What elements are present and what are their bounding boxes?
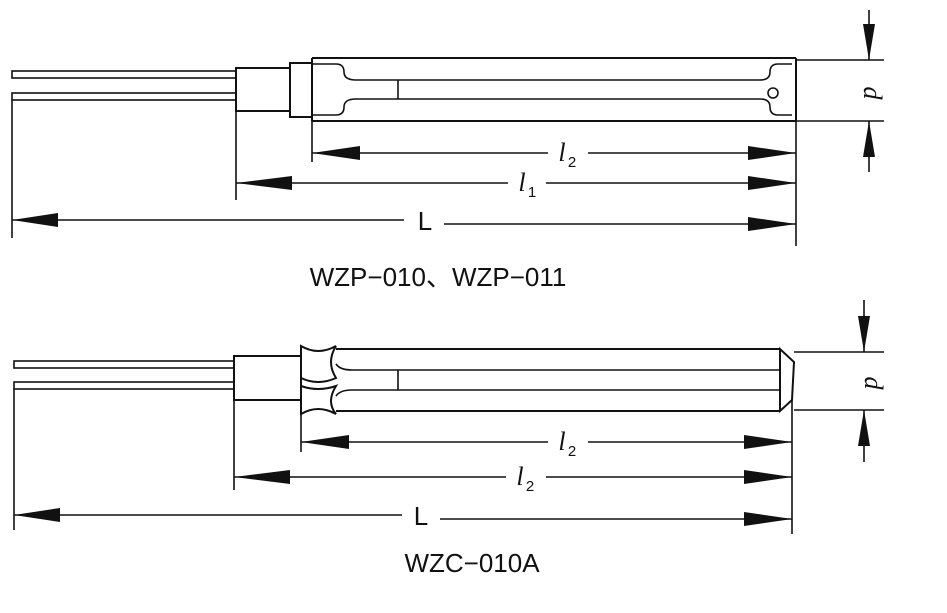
lead-wires-bottom xyxy=(13,360,235,390)
dim-l1-sub-top: 1 xyxy=(528,184,536,201)
drawing-wzc-010a: d l 2 l 2 L WZC−010A xyxy=(13,300,888,578)
dim-d-label-bottom: d xyxy=(859,377,888,391)
dim-L-label-bottom: L xyxy=(414,501,428,531)
dim-d-label-top: d xyxy=(858,87,887,101)
dimension-L-bottom: L xyxy=(14,501,792,531)
caption-bottom: WZC−010A xyxy=(404,548,540,578)
dim-inner-letter-bottom: l xyxy=(558,427,565,456)
sensor-tube-bottom xyxy=(335,346,796,414)
dim-outer-letter-bottom: l xyxy=(516,462,523,491)
dimension-l1-top: l 1 xyxy=(236,168,796,201)
sensor-groove-upper xyxy=(300,343,339,383)
dimension-L-top: L xyxy=(12,206,796,236)
sensor-tube-top xyxy=(311,57,797,162)
caption-top: WZP−010、WZP−011 xyxy=(310,262,567,292)
dim-l2-sub-top: 2 xyxy=(568,154,576,171)
dim-outer-sub-bottom: 2 xyxy=(526,478,534,495)
drawing-wzp-010-011: d l 2 l 1 L WZP−0 xyxy=(11,10,887,292)
sensor-collar-top xyxy=(289,62,313,118)
sensor-groove-lower xyxy=(300,384,339,416)
dimension-outer-bottom: l 2 xyxy=(234,462,792,495)
lead-wires-top xyxy=(11,70,237,101)
dimension-l2-top: l 2 xyxy=(312,138,796,171)
dim-L-label-top: L xyxy=(418,206,432,236)
dim-inner-sub-bottom: 2 xyxy=(568,443,576,460)
dim-l1-letter-top: l xyxy=(518,168,525,197)
dimension-inner-bottom: l 2 xyxy=(301,427,792,460)
dim-l2-letter-top: l xyxy=(558,138,565,167)
sensor-base-bottom xyxy=(233,355,302,490)
dimension-d-bottom: d xyxy=(794,300,888,462)
dimension-d-top: d xyxy=(796,10,887,172)
